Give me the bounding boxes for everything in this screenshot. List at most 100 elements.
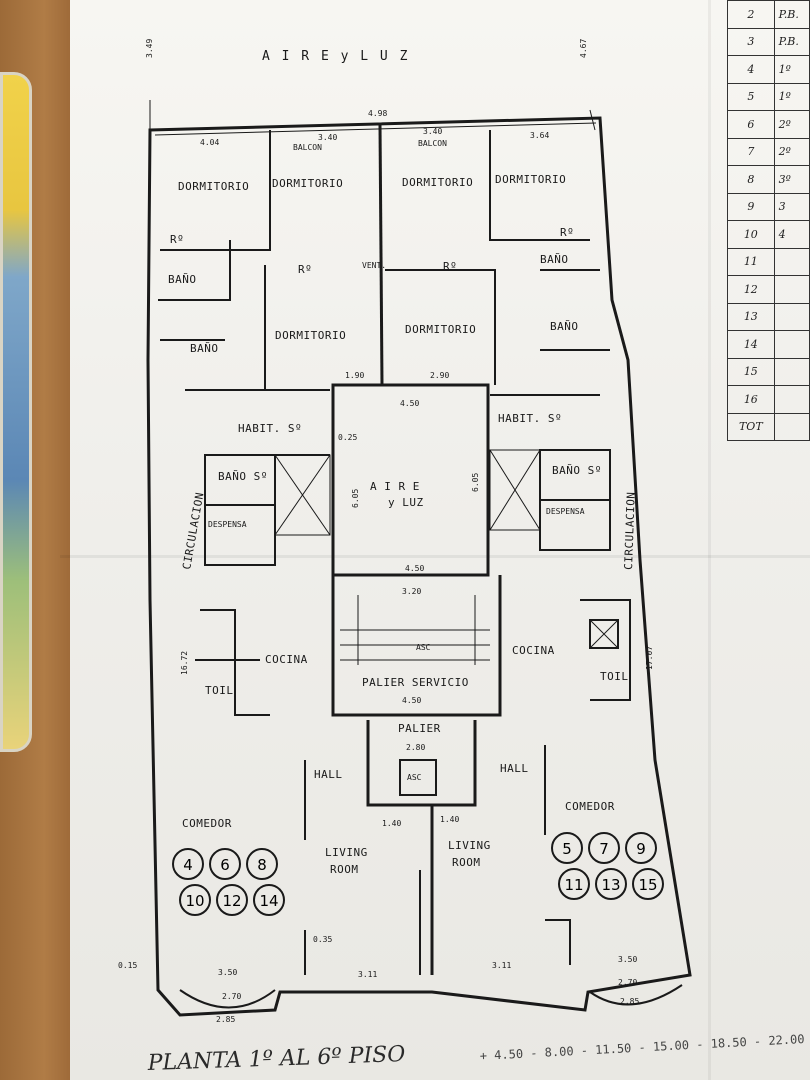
bano-1: BAÑO: [168, 273, 197, 286]
aire-luz-center-2: y LUZ: [388, 496, 424, 509]
table-row: 12: [727, 275, 810, 304]
dim-285-right: 2.85: [620, 997, 639, 1006]
despensa-left: DESPENSA: [208, 520, 247, 529]
dim-1672: 16.72: [180, 651, 189, 675]
floor-cell: P.B.: [773, 27, 810, 56]
floor-cell: 1º: [773, 82, 810, 111]
room-right: ROOM: [452, 856, 481, 869]
dim-350-right: 3.50: [618, 955, 637, 964]
comedor-right: COMEDOR: [565, 800, 615, 813]
unit-number: 4: [183, 856, 193, 874]
dim-270-right: 2.70: [618, 978, 637, 987]
table-row: 16: [727, 385, 810, 414]
ro-1: Rº: [170, 233, 184, 246]
unit-number: 14: [259, 892, 278, 910]
plan-title: PLANTA 1º AL 6º PISO: [146, 1042, 405, 1076]
dim-450-bottom: 4.50: [402, 696, 421, 705]
ro-4: Rº: [560, 226, 574, 239]
dim-404: 4.04: [200, 138, 219, 147]
unit-number-cell: 12: [727, 275, 775, 304]
unit-number: 13: [601, 876, 620, 894]
unit-number: 12: [222, 892, 241, 910]
circulacion-left: CIRCULACION: [180, 491, 206, 570]
unit-circle: [172, 848, 204, 880]
dim-450-mid: 4.50: [405, 564, 424, 573]
unit-number-cell: 4: [727, 55, 775, 84]
cocina-left: COCINA: [265, 653, 308, 666]
dim-350-left: 3.50: [218, 968, 237, 977]
unit-circle: [588, 832, 620, 864]
unit-circle: [179, 884, 211, 916]
dormitorio-5: DORMITORIO: [275, 329, 346, 342]
bano-s-left: BAÑO Sº: [218, 470, 268, 483]
unit-circle: [216, 884, 248, 916]
dim-top-width: 4.98: [368, 109, 387, 118]
dim-280: 2.80: [406, 743, 425, 752]
floor-cell: [773, 412, 810, 441]
bano-2: BAÑO: [540, 253, 569, 266]
unit-number-cell: 14: [727, 330, 775, 359]
unit-circle: [253, 884, 285, 916]
toil-right: TOIL: [600, 670, 629, 683]
paper-fold-line-vertical: [708, 0, 711, 1080]
plan-heights: + 4.50 - 8.00 - 11.50 - 15.00 - 18.50 - …: [479, 1031, 810, 1063]
table-row: 13: [727, 302, 810, 331]
dim-1707: 17.07: [645, 646, 654, 670]
ro-2: Rº: [298, 263, 312, 276]
bano-4: BAÑO: [550, 320, 579, 333]
unit-number-cell: 9: [727, 192, 775, 221]
dim-340-left: 3.40: [318, 133, 337, 142]
dim-605-left: 6.05: [351, 489, 360, 508]
asc-label: ASC: [407, 773, 422, 782]
dim-320: 3.20: [402, 587, 421, 596]
dim-311-left: 3.11: [358, 970, 377, 979]
floor-cell: 3: [773, 192, 810, 221]
dim-450-top: 4.50: [400, 399, 419, 408]
unit-number-cell: 2: [727, 0, 775, 29]
habit-s-left: HABIT. Sº: [238, 422, 302, 435]
floor-cell: [773, 385, 810, 414]
unit-number: 10: [185, 892, 204, 910]
dim-015: 0.15: [118, 961, 137, 970]
floor-cell: 2º: [773, 110, 810, 139]
floor-cell: 4: [773, 220, 810, 249]
dormitorio-4: DORMITORIO: [495, 173, 566, 186]
dim-270-left: 2.70: [222, 992, 241, 1001]
dormitorio-1: DORMITORIO: [178, 180, 249, 193]
habit-s-right: HABIT. Sº: [498, 412, 562, 425]
circulacion-right: CIRCULACION: [622, 491, 638, 570]
vent-label: VENT.: [362, 261, 386, 270]
unit-number: 7: [599, 840, 609, 858]
living-right: LIVING: [448, 839, 491, 852]
unit-circle: [209, 848, 241, 880]
unit-number-cell: 3: [727, 27, 775, 56]
despensa-right: DESPENSA: [546, 507, 585, 516]
dim-190: 1.90: [345, 371, 364, 380]
unit-number: 9: [636, 840, 646, 858]
dormitorio-6: DORMITORIO: [405, 323, 476, 336]
palier-servicio-label: PALIER SERVICIO: [362, 676, 469, 689]
dim-025: 0.25: [338, 433, 357, 442]
hall-right: HALL: [500, 762, 529, 775]
dim-340-right: 3.40: [423, 127, 442, 136]
unit-number-cell: 5: [727, 82, 775, 111]
dim-035: 0.35: [313, 935, 332, 944]
unit-number-cell: 8: [727, 165, 775, 194]
unit-circle: [558, 868, 590, 900]
unit-circle: [625, 832, 657, 864]
asc-stair-label: ASC: [416, 643, 431, 652]
ro-3: Rº: [443, 260, 457, 273]
table-row: TOT: [727, 412, 810, 441]
bano-3: BAÑO: [190, 342, 219, 355]
top-aire-luz-label: A I R E y L U Z: [262, 49, 409, 64]
unit-number: 11: [564, 876, 583, 894]
